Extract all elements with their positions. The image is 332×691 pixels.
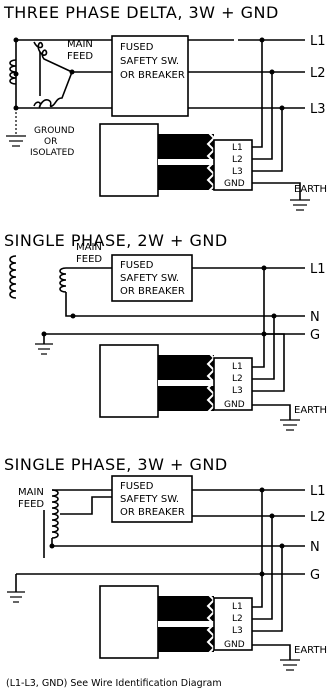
device-body [99,123,159,197]
diagram-single-phase-3w: SINGLE PHASE, 3W + GND MAIN FEED FUSED S… [4,455,327,671]
svg-text:N: N [310,310,320,325]
center-tap-coil-icon [51,489,59,539]
svg-text:ISOLATED: ISOLATED [30,148,74,158]
device-body [99,344,159,418]
svg-text:SAFETY SW.: SAFETY SW. [120,56,179,67]
terminal-block [213,597,253,651]
fused-switch-box [111,35,189,117]
svg-text:L2: L2 [310,66,326,81]
diagram2-title: SINGLE PHASE, 2W + GND [4,231,228,250]
svg-text:L2: L2 [232,374,243,384]
svg-text:FEED: FEED [18,499,44,510]
svg-text:L1: L1 [232,362,243,372]
svg-text:OR: OR [44,137,57,147]
svg-text:OR BREAKER: OR BREAKER [120,70,185,81]
svg-text:OR BREAKER: OR BREAKER [120,286,185,297]
delta-coil-bottom-icon [33,71,73,108]
svg-text:L2: L2 [310,510,326,525]
svg-text:EARTH: EARTH [294,405,327,416]
svg-text:SAFETY SW.: SAFETY SW. [120,494,179,505]
svg-text:L1: L1 [310,262,326,277]
svg-text:L2: L2 [232,155,243,165]
svg-text:L3: L3 [232,167,243,177]
svg-text:L3: L3 [232,386,243,396]
terminal-block [213,139,253,191]
svg-text:EARTH: EARTH [294,184,327,195]
svg-text:MAIN: MAIN [18,487,44,498]
svg-text:L1: L1 [232,602,243,612]
svg-text:N: N [310,540,320,555]
svg-text:EARTH: EARTH [294,645,327,656]
svg-text:L1: L1 [310,34,326,49]
svg-text:SAFETY SW.: SAFETY SW. [120,273,179,284]
svg-text:G: G [310,568,320,583]
svg-text:GND: GND [224,640,245,650]
primary-coil-icon [9,255,17,299]
svg-text:GND: GND [224,179,245,189]
svg-text:GROUND: GROUND [34,126,75,136]
svg-text:FUSED: FUSED [120,481,154,492]
diagram3-title: SINGLE PHASE, 3W + GND [4,455,228,474]
svg-text:FUSED: FUSED [120,260,154,271]
diagram-single-phase-2w: SINGLE PHASE, 2W + GND MAIN FEED FUSED S… [4,231,327,431]
svg-text:G: G [310,328,320,343]
svg-text:L1: L1 [232,143,243,153]
svg-text:FUSED: FUSED [120,42,154,53]
terminal-block [213,357,253,411]
diagram-three-phase-delta: THREE PHASE DELTA, 3W + GND MAIN FEED FU… [3,3,327,211]
svg-text:GND: GND [224,400,245,410]
svg-text:FEED: FEED [67,51,93,62]
secondary-coil-icon [59,267,67,293]
device-body [99,585,159,659]
svg-text:L3: L3 [232,626,243,636]
svg-text:FEED: FEED [76,254,102,265]
svg-text:MAIN: MAIN [76,242,102,253]
svg-text:L1: L1 [310,484,326,499]
diagram1-title: THREE PHASE DELTA, 3W + GND [3,3,279,22]
svg-text:L2: L2 [232,614,243,624]
svg-text:L3: L3 [310,102,326,117]
footer-note: (L1-L3, GND) See Wire Identification Dia… [6,678,222,689]
main-feed-label: MAIN [67,39,93,50]
fused-switch-box [111,475,193,523]
coil-icon [9,59,17,85]
svg-text:OR BREAKER: OR BREAKER [120,507,185,518]
fused-switch-box [111,254,193,302]
